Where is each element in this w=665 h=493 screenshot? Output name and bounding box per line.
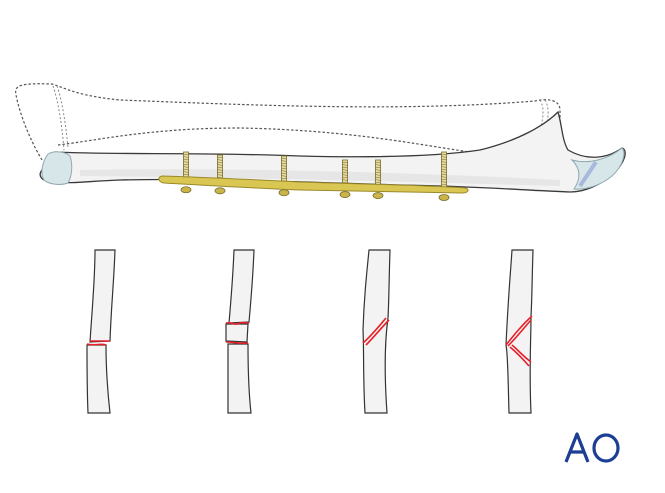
segmental-fracture — [225, 249, 255, 414]
screw — [438, 151, 450, 201]
bone-segment-upper — [89, 249, 116, 343]
oblique-fracture — [362, 249, 391, 414]
bone-shaft — [505, 249, 534, 414]
bone-segment-upper — [228, 249, 255, 324]
fracture-line — [225, 321, 250, 345]
ao-logo: AO — [564, 432, 620, 463]
screw — [372, 159, 384, 199]
screws — [180, 151, 450, 201]
fracture-line — [86, 340, 110, 346]
dotted-bone-outline — [15, 83, 561, 161]
fracture-line — [362, 317, 390, 346]
bone-segment-lower — [86, 344, 111, 414]
screw — [214, 154, 226, 195]
bone-shading — [80, 169, 560, 186]
bone-shaft — [362, 249, 391, 414]
screw — [339, 159, 351, 198]
bone-fragment — [225, 323, 249, 343]
simple-transverse-fracture — [86, 249, 116, 414]
bone-segment-lower — [227, 343, 252, 414]
distal-growth-line — [578, 160, 598, 188]
dotted-bone-inner-lines — [52, 85, 549, 151]
proximal-cartilage — [41, 151, 73, 185]
wedge-fracture — [505, 249, 534, 414]
bone-plate — [158, 175, 469, 194]
fracture-line — [505, 315, 533, 367]
